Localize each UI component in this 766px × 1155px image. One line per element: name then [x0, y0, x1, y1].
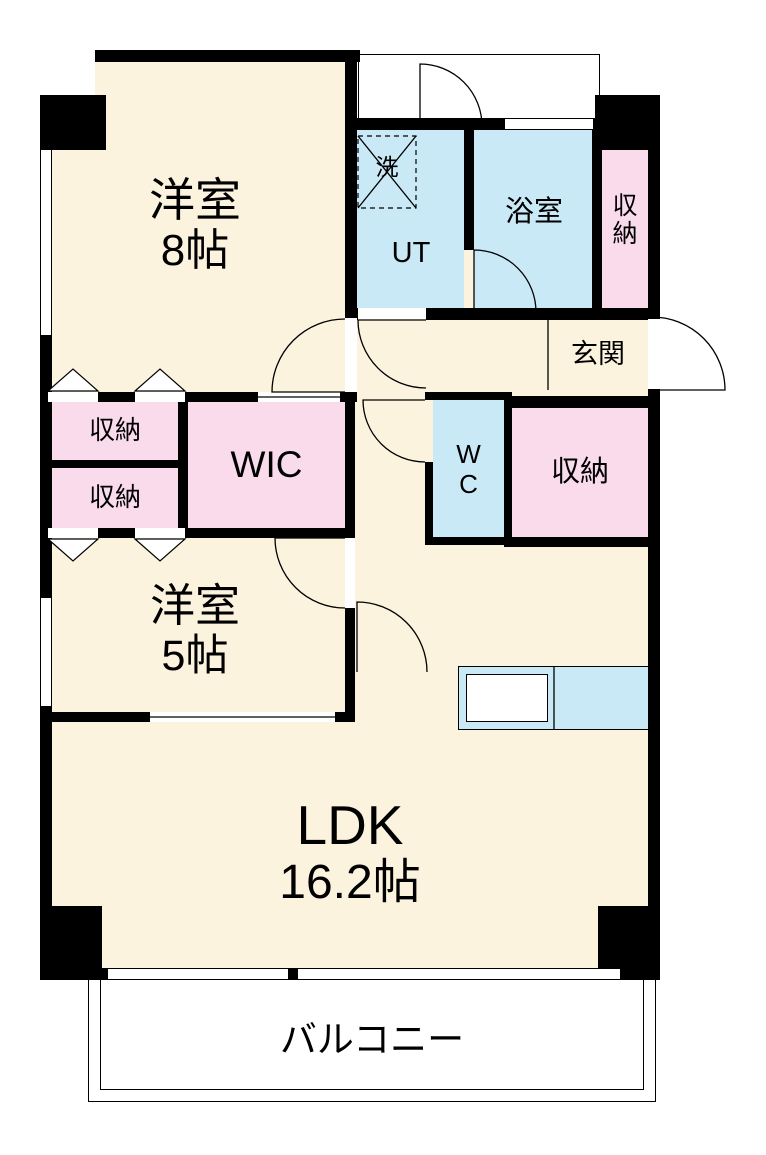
wall-corner [40, 906, 102, 980]
wall-segment [425, 392, 512, 400]
wall-segment [426, 308, 660, 320]
window [40, 150, 52, 335]
storage-char: 収 [612, 192, 638, 220]
wic-door-opening [258, 392, 340, 402]
room5-door-opening [345, 538, 355, 608]
entrance-label: 玄関 [571, 338, 625, 369]
wall-right-upper [648, 95, 660, 318]
window [108, 968, 288, 980]
storage-a-label: 収納 [88, 415, 141, 446]
wall-segment [504, 537, 660, 547]
storage-top-right-fill [602, 130, 648, 308]
room-ldk-label: LDK 16.2帖 [100, 785, 600, 920]
wall-segment [345, 608, 355, 722]
wall-segment [592, 118, 602, 320]
entrance-door-opening [648, 318, 660, 390]
room-western5-size: 5帖 [161, 631, 229, 680]
wall-segment [40, 460, 185, 468]
wall-segment [40, 712, 150, 722]
room-western8-size: 8帖 [160, 226, 230, 276]
exterior-patch [0, 0, 95, 95]
wall-segment [335, 712, 355, 722]
storage-char: 納 [612, 220, 638, 248]
wall-segment [345, 50, 357, 318]
window [505, 118, 593, 130]
door-arc-entrance [651, 316, 726, 391]
ut-door-opening [358, 308, 426, 320]
wc-label: W C [433, 412, 504, 527]
wic-fill [188, 402, 345, 528]
wall-segment [464, 118, 474, 250]
folding-door-opening [48, 528, 98, 538]
folding-door-opening [135, 528, 185, 538]
wall-segment [425, 537, 512, 545]
wall-segment [345, 392, 355, 538]
storage-c-label: 収納 [550, 456, 609, 489]
room-ut-label: UT [391, 236, 431, 269]
washer-label: 洗 [375, 154, 399, 181]
wall-segment [504, 396, 660, 408]
room-western8-label: 洋室 8帖 [60, 160, 330, 290]
exterior-corridor [358, 54, 600, 128]
folding-door-opening [48, 392, 98, 402]
room-ldk-name: LDK [296, 793, 404, 856]
room-western5-label: 洋室 5帖 [60, 568, 330, 693]
room8-door-opening [345, 318, 357, 392]
wall-segment [504, 392, 512, 545]
storage-b-fill [52, 468, 178, 528]
room-western5-name: 洋室 [149, 580, 240, 632]
wc-char: W [456, 439, 481, 470]
wc-fill [433, 400, 504, 537]
wall-segment [40, 528, 48, 538]
storage-top-right-label: 収 納 [600, 150, 650, 290]
wall-segment [98, 528, 135, 538]
window [40, 598, 52, 706]
storage-b-label: 収納 [88, 482, 141, 513]
kitchen-sink [466, 674, 548, 722]
folding-door-opening [135, 392, 185, 402]
wall-segment [185, 392, 258, 402]
wall-segment [185, 528, 355, 538]
wic-label: WIC [230, 444, 303, 486]
wall-segment [425, 462, 433, 545]
storage-c-fill [512, 408, 648, 537]
wall-right-lower [648, 390, 660, 980]
wc-char: C [459, 468, 478, 499]
wall-segment [178, 392, 188, 538]
balcony-outline-inner [100, 980, 644, 1090]
sliding-door-opening [150, 712, 335, 722]
storage-a-fill [52, 402, 178, 460]
balcony-outline-outer [88, 980, 656, 1102]
room-ldk-size: 16.2帖 [279, 856, 421, 910]
wall-segment [95, 50, 360, 62]
balcony-label: バルコニー [279, 1019, 465, 1061]
room-western8-name: 洋室 [149, 173, 241, 226]
window [298, 968, 620, 980]
wall-segment [98, 392, 135, 402]
wall-segment [350, 308, 358, 320]
room-bath-label: 浴室 [504, 195, 563, 228]
wall-segment [40, 392, 48, 402]
